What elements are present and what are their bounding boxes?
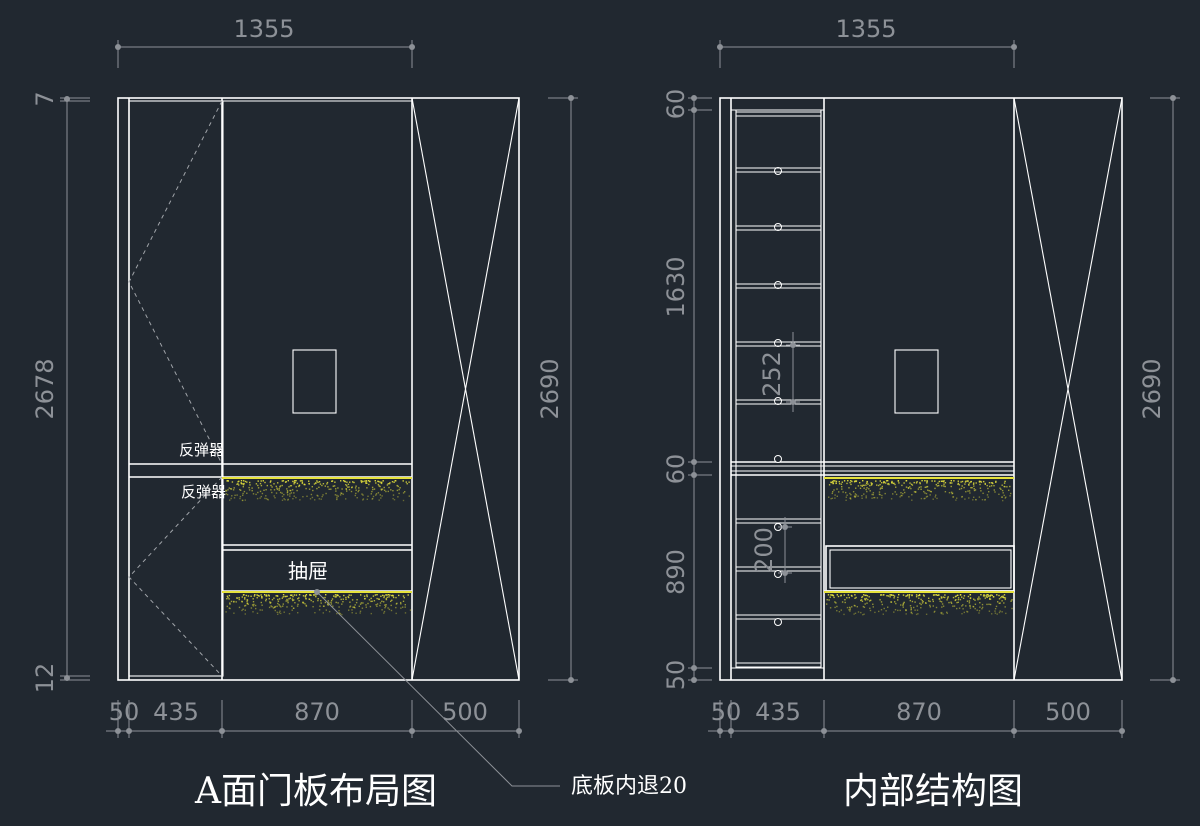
- inner-dim-shelf-spacing: 252: [758, 351, 786, 397]
- right-dim-base-panel: 50: [662, 660, 690, 691]
- left-dim-main-door: 870: [294, 698, 340, 726]
- left-dim-top-gap: 7: [31, 91, 59, 106]
- right-dim-top-panel: 60: [662, 89, 690, 120]
- right-dim-side-panel: 50: [711, 698, 742, 726]
- left-dim-total-height: 2690: [536, 358, 564, 419]
- rebound-label-upper: 反弹器: [179, 441, 224, 459]
- inner-dim-lower-spacing: 200: [750, 527, 778, 573]
- left-view-title: A面门板布局图: [194, 771, 437, 812]
- rebound-label-lower: 反弹器: [181, 483, 226, 501]
- left-dim-narrow-door: 435: [153, 698, 199, 726]
- left-right-dimension: 2690: [536, 95, 578, 683]
- left-led-strips: [222, 477, 412, 616]
- right-view-title: 内部结构图: [843, 771, 1023, 812]
- right-top-width-label: 1355: [835, 15, 896, 43]
- right-vertical-dimensions: 60 1630 60 890 50: [662, 89, 712, 691]
- right-view: 1355 60 1630 60 890 50: [662, 15, 1180, 812]
- inner-drawer-box: [825, 545, 1015, 592]
- note-leader: [314, 589, 560, 787]
- left-view: 1355 7 2678 12 2690: [31, 15, 687, 812]
- left-top-dimension: 1355: [115, 15, 415, 68]
- left-dim-bottom-gap: 12: [31, 663, 59, 694]
- left-top-width-label: 1355: [233, 15, 294, 43]
- left-dim-door-height: 2678: [31, 358, 59, 419]
- right-dim-mid-panel: 60: [662, 454, 690, 485]
- right-bottom-dimensions: 50 435 870 500: [708, 698, 1125, 738]
- right-dim-main-bay: 870: [896, 698, 942, 726]
- inner-shelf-dimensions: 252 200: [750, 332, 800, 583]
- right-cabinet: [719, 97, 1123, 681]
- right-dim-shelf-bay: 435: [755, 698, 801, 726]
- right-dim-side-bay: 500: [1045, 698, 1091, 726]
- right-dim-upper-section: 1630: [662, 256, 690, 317]
- left-vertical-dimensions: 7 2678 12: [31, 91, 90, 693]
- right-dim-lower-section: 890: [662, 549, 690, 595]
- right-led-strips: [824, 477, 1014, 616]
- left-bottom-dimensions: 50 435 870 500: [106, 698, 522, 738]
- right-dim-total-height: 2690: [1138, 358, 1166, 419]
- left-dim-side-panel: 50: [109, 698, 140, 726]
- baseboard-note: 底板内退20: [571, 774, 687, 799]
- drawer-label: 抽屉: [288, 559, 328, 583]
- right-right-dimension: 2690: [1138, 95, 1180, 683]
- right-door-handle: [894, 349, 939, 414]
- left-dim-side-bay: 500: [442, 698, 488, 726]
- left-door-handle: [292, 349, 337, 414]
- right-top-dimension: 1355: [717, 15, 1017, 68]
